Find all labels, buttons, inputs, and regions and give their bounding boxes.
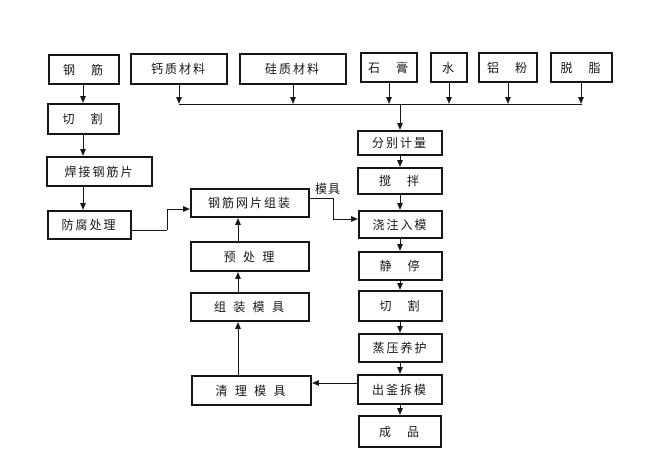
edge-clean-to-assemble — [238, 329, 239, 375]
arrowhead-icon — [397, 123, 403, 130]
edge-cut-to-cure — [400, 322, 401, 326]
node-water: 水 — [430, 52, 468, 83]
arrowhead-icon — [80, 149, 86, 156]
edge-weld-to-anticorrosion — [83, 187, 84, 203]
edge-mesh-to-pour-mold — [333, 198, 334, 219]
edge-aluminum-to-bus — [508, 83, 509, 97]
node-steel-bar: 钢 筋 — [48, 54, 120, 85]
node-pour-into-mold: 浇注入模 — [358, 210, 443, 239]
arrowhead-icon — [446, 97, 452, 104]
edge-demold-to-clean — [319, 383, 357, 384]
edge-material-bus — [179, 104, 582, 105]
node-anticorrosion: 防腐处理 — [47, 210, 132, 240]
edge-cut-to-weld — [83, 135, 84, 149]
edge-demold-to-product — [400, 405, 401, 408]
edge-pretreat-to-mesh — [238, 225, 239, 241]
edge-degrease-to-bus — [581, 83, 582, 97]
arrowhead-icon — [80, 96, 86, 103]
node-demold: 出釜拆模 — [357, 374, 443, 405]
arrowhead-icon — [397, 244, 403, 251]
node-pretreatment: 预 处 理 — [190, 241, 310, 272]
arrowhead-icon — [235, 272, 241, 279]
arrowhead-icon — [351, 216, 358, 222]
edge-silicon-to-bus — [293, 85, 294, 97]
node-finished-product: 成 品 — [358, 415, 442, 448]
node-mesh-assembly: 钢筋网片组装 — [190, 188, 310, 218]
arrowhead-icon — [312, 380, 319, 386]
arrowhead-icon — [397, 408, 403, 415]
node-static-rest: 静 停 — [358, 251, 443, 281]
edge-pour-to-rest — [400, 239, 401, 244]
edge-cure-to-demold — [400, 363, 401, 367]
edge-bus-to-measure — [400, 104, 401, 123]
edge-steel-to-cut — [83, 85, 84, 96]
node-measure-separately: 分别计量 — [357, 130, 443, 156]
node-autoclave-curing: 蒸压养护 — [358, 333, 443, 363]
edge-water-to-bus — [449, 83, 450, 97]
node-weld-rebar-sheet: 焊接钢筋片 — [46, 156, 153, 187]
arrowhead-icon — [235, 218, 241, 225]
node-calcium-material: 钙质材料 — [130, 53, 228, 85]
edge-rest-to-cut — [400, 281, 401, 283]
node-silicon-material: 硅质材料 — [239, 53, 347, 85]
edge-anticorrosion-to-mesh — [167, 209, 168, 230]
arrowhead-icon — [397, 326, 403, 333]
edge-anticorrosion-to-mesh — [167, 209, 183, 210]
arrowhead-icon — [235, 322, 241, 329]
arrowhead-icon — [397, 160, 403, 167]
arrowhead-icon — [505, 97, 511, 104]
node-stirring: 搅 拌 — [357, 167, 443, 195]
arrowhead-icon — [80, 203, 86, 210]
edge-assemble-to-pretreat — [238, 279, 239, 292]
edge-measure-to-stir — [400, 156, 401, 160]
edge-gypsum-to-bus — [389, 83, 390, 97]
node-degrease: 脱 脂 — [550, 52, 613, 83]
node-gypsum: 石 膏 — [360, 52, 418, 83]
arrowhead-icon — [397, 367, 403, 374]
arrowhead-icon — [386, 97, 392, 104]
edge-mesh-to-pour-mold — [333, 219, 351, 220]
node-clean-mold: 清 理 模 具 — [191, 375, 312, 406]
arrowhead-icon — [176, 97, 182, 104]
arrowhead-icon — [183, 206, 190, 212]
edge-anticorrosion-to-mesh — [132, 230, 167, 231]
arrowhead-icon — [578, 97, 584, 104]
node-cutting-rebar: 切 割 — [47, 103, 120, 135]
edge-calcium-to-bus — [179, 85, 180, 97]
arrowhead-icon — [397, 203, 403, 210]
edge-mesh-to-pour-mold — [310, 198, 333, 199]
arrowhead-icon — [290, 97, 296, 104]
edge-label-mold: 模具 — [315, 182, 342, 196]
node-aluminum-powder: 铝 粉 — [478, 52, 538, 83]
edge-stir-to-pour — [400, 195, 401, 203]
node-cutting-body: 切 割 — [358, 290, 443, 322]
node-assemble-mold: 组 装 模 具 — [190, 292, 310, 322]
arrowhead-icon — [397, 283, 403, 290]
